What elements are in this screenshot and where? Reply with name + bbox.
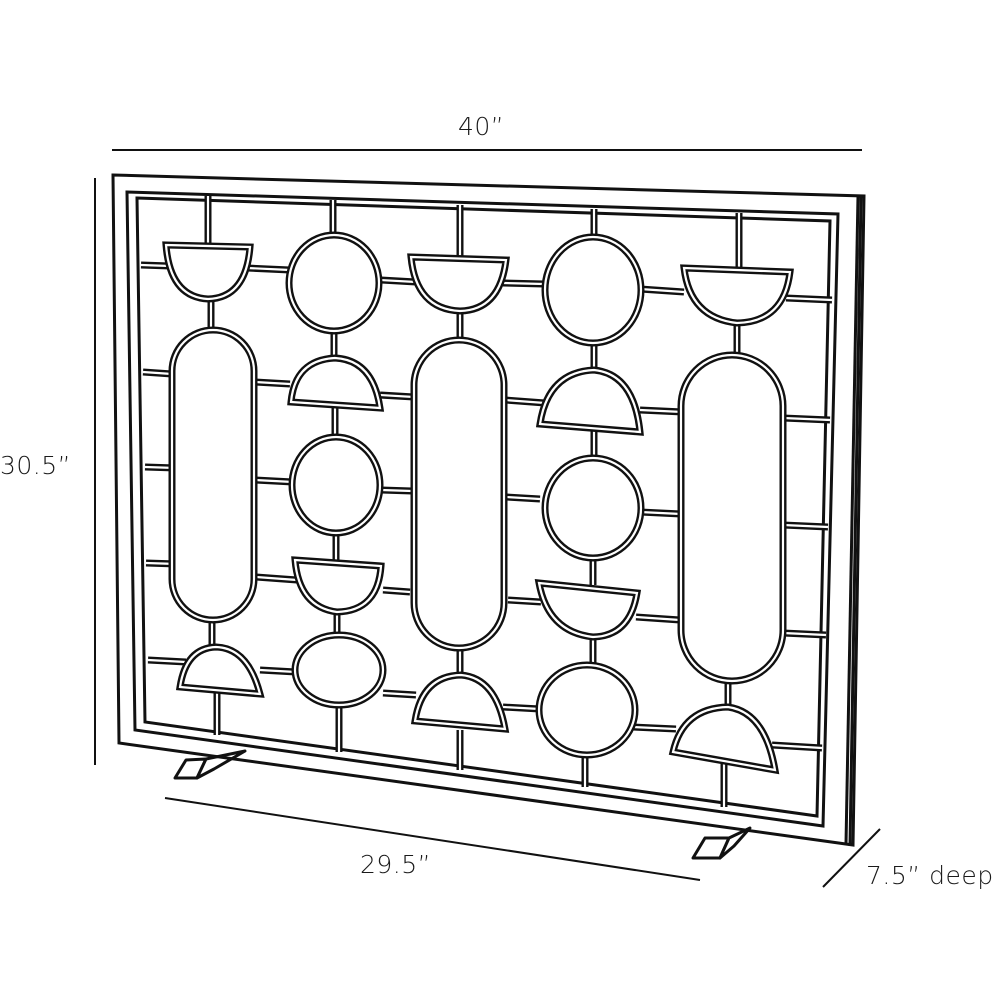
column-4 <box>534 233 645 759</box>
base-dimension-line <box>164 797 701 881</box>
base-width-dimension-label: 29.5” <box>360 850 432 879</box>
depth-dimension-line <box>822 828 881 888</box>
height-dimension-label: 30.5” <box>0 451 72 480</box>
width-dimension-label: 40” <box>458 112 505 141</box>
depth-dimension-label: 7.5” deep <box>866 861 994 890</box>
outer-frame <box>111 173 866 847</box>
lattice-bars <box>140 196 833 807</box>
dimension-lines <box>94 149 881 888</box>
lattice-shapes <box>162 231 794 775</box>
right-foot <box>691 826 752 860</box>
column-5 <box>668 264 794 775</box>
column-3 <box>407 253 510 733</box>
screen-feet <box>173 749 752 860</box>
column-1 <box>162 241 265 698</box>
column-2 <box>285 231 387 709</box>
